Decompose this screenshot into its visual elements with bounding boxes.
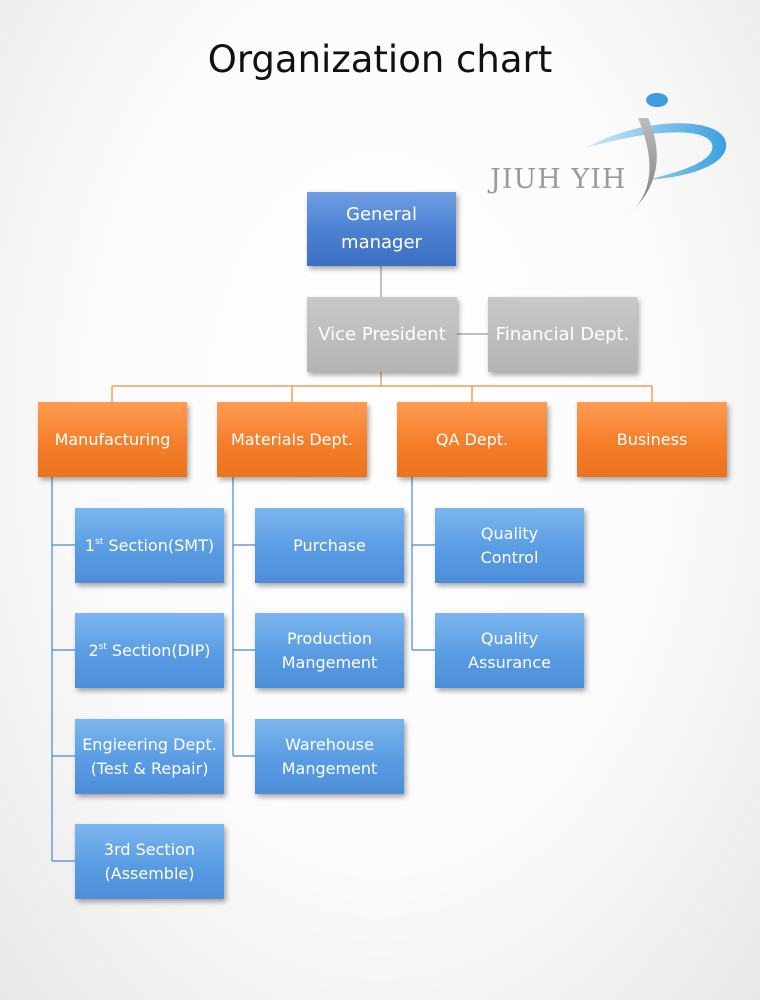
vice-president-label: Vice President [318,323,446,345]
production-management-box: Production Mangement [255,613,404,688]
page-title: Organization chart [207,38,553,81]
quality-assurance-box: Quality Assurance [435,613,584,688]
qa-dept-box: QA Dept. [397,402,547,477]
dip-section-number: 2 [88,640,99,660]
materials-dept-box: Materials Dept. [217,402,367,477]
purchase-box: Purchase [255,508,404,583]
jiuh-yih-logo [586,93,727,216]
smt-section-label: 1st Section(SMT) [85,534,214,558]
dip-section-label: 2st Section(DIP) [88,639,210,663]
purchase-label: Purchase [293,535,366,555]
smt-section-number: 1 [84,535,96,555]
manufacturing-label: Manufacturing [54,429,171,449]
qa-dept-label: QA Dept. [435,429,509,449]
dip-section-box: 2st Section(DIP) [75,613,224,688]
business-box: Business [577,402,727,477]
smt-section-box: 1st Section(SMT) [75,508,224,583]
dip-section-name: Section(DIP) [106,640,211,660]
general-manager-box: General manager [307,192,456,266]
financial-dept-box: Financial Dept. [488,297,637,372]
warehouse-management-box: Warehouse Mangement [255,719,404,794]
quality-control-label: Quality Control [480,523,539,567]
smt-section-ordinal: st [95,536,104,547]
general-manager-label: General manager [341,204,422,253]
smt-section-name: Section(SMT) [103,535,215,555]
quality-assurance-label: Quality Assurance [468,628,551,672]
assemble-section-label: 3rd Section (Assemble) [103,839,196,883]
logo-text: JIUH YIH [490,164,627,195]
manufacturing-box: Manufacturing [38,402,187,477]
quality-control-box: Quality Control [435,508,584,583]
dip-section-ordinal: st [98,641,107,652]
engineering-dept-box: Engieering Dept. (Test & Repair) [75,719,224,794]
engineering-dept-label: Engieering Dept. (Test & Repair) [82,734,217,778]
vice-president-box: Vice President [307,297,457,372]
materials-dept-label: Materials Dept. [230,429,354,449]
assemble-section-box: 3rd Section (Assemble) [75,824,224,899]
financial-dept-label: Financial Dept. [495,323,630,345]
business-label: Business [616,429,688,449]
warehouse-management-label: Warehouse Mangement [281,734,378,778]
production-management-label: Production Mangement [281,628,378,672]
